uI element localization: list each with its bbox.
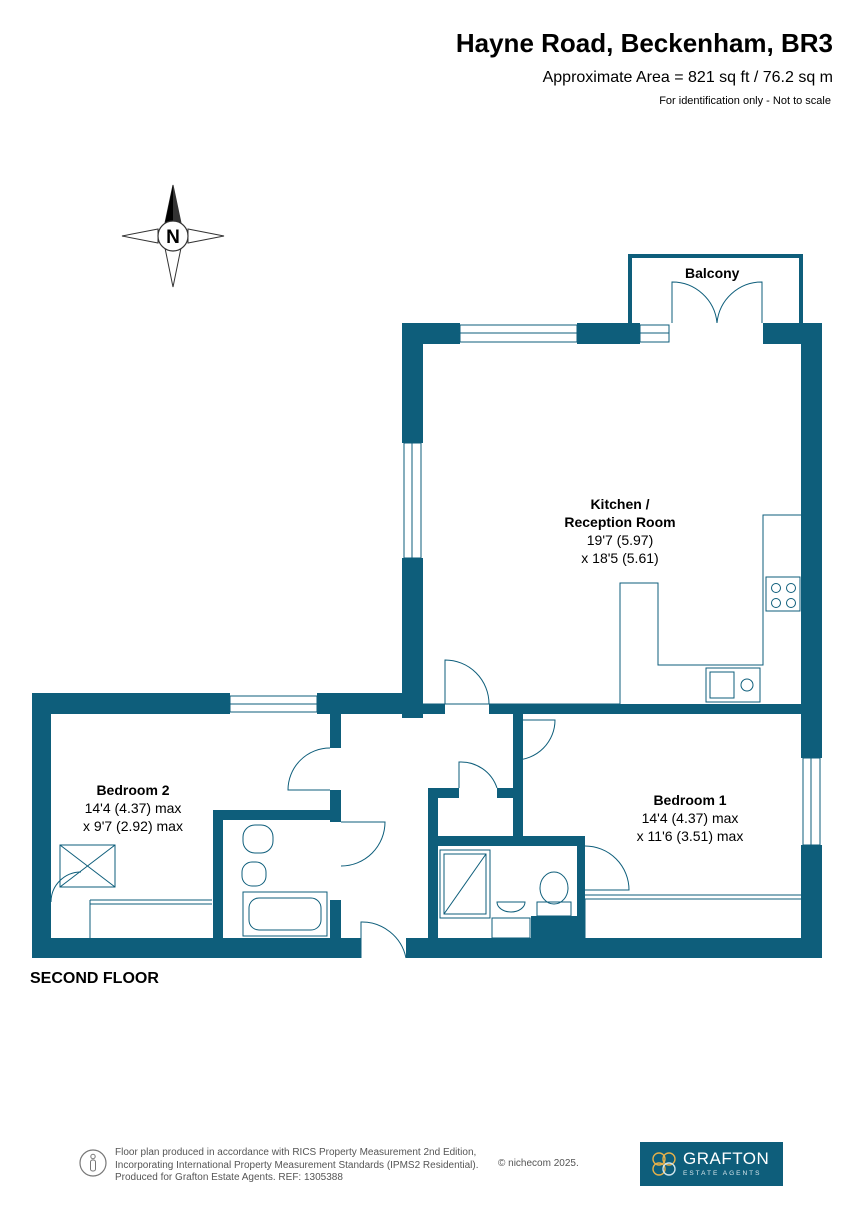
footer-disclaimer: Floor plan produced in accordance with R… xyxy=(115,1147,479,1185)
room-bedroom-2: Bedroom 2 14'4 (4.37) max x 9'7 (2.92) m… xyxy=(63,781,203,835)
room-dimension: 19'7 (5.97) xyxy=(586,532,654,548)
footer-line: Produced for Grafton Estate Agents. REF:… xyxy=(115,1172,343,1183)
copyright: © nichecom 2025. xyxy=(498,1158,579,1169)
room-dimension: x 18'5 (5.61) xyxy=(581,550,659,566)
footer-line: Floor plan produced in accordance with R… xyxy=(115,1147,477,1158)
grafton-logo xyxy=(640,1142,783,1186)
room-balcony: Balcony xyxy=(685,264,739,282)
footer-line: Incorporating International Property Mea… xyxy=(115,1159,479,1171)
room-dimension: x 9'7 (2.92) max xyxy=(83,818,183,834)
floor-label: SECOND FLOOR xyxy=(30,970,159,987)
info-person-icon xyxy=(79,1149,107,1177)
grafton-logo-icon xyxy=(652,1152,676,1176)
room-bedroom-1: Bedroom 1 14'4 (4.37) max x 11'6 (3.51) … xyxy=(620,791,760,845)
room-name: Kitchen / xyxy=(590,496,650,512)
room-name-2: Reception Room xyxy=(564,514,676,530)
compass-icon: N xyxy=(121,184,225,288)
room-dimension: x 11'6 (3.51) max xyxy=(636,828,744,844)
logo-subtitle: ESTATE AGENTS xyxy=(683,1170,762,1177)
approximate-area: Approximate Area = 821 sq ft / 76.2 sq m xyxy=(542,69,833,86)
scale-note: For identification only - Not to scale xyxy=(659,95,831,107)
walls xyxy=(32,323,822,958)
room-kitchen: Kitchen / Reception Room 19'7 (5.97) x 1… xyxy=(550,495,690,567)
room-name: Balcony xyxy=(685,265,740,281)
room-dimension: 14'4 (4.37) max xyxy=(641,810,739,826)
logo-name: GRAFTON xyxy=(683,1149,770,1168)
property-title: Hayne Road, Beckenham, BR3 xyxy=(455,28,833,58)
compass-label: N xyxy=(166,227,180,248)
room-name: Bedroom 1 xyxy=(653,792,727,808)
room-dimension: 14'4 (4.37) max xyxy=(84,800,182,816)
room-name: Bedroom 2 xyxy=(96,782,170,798)
